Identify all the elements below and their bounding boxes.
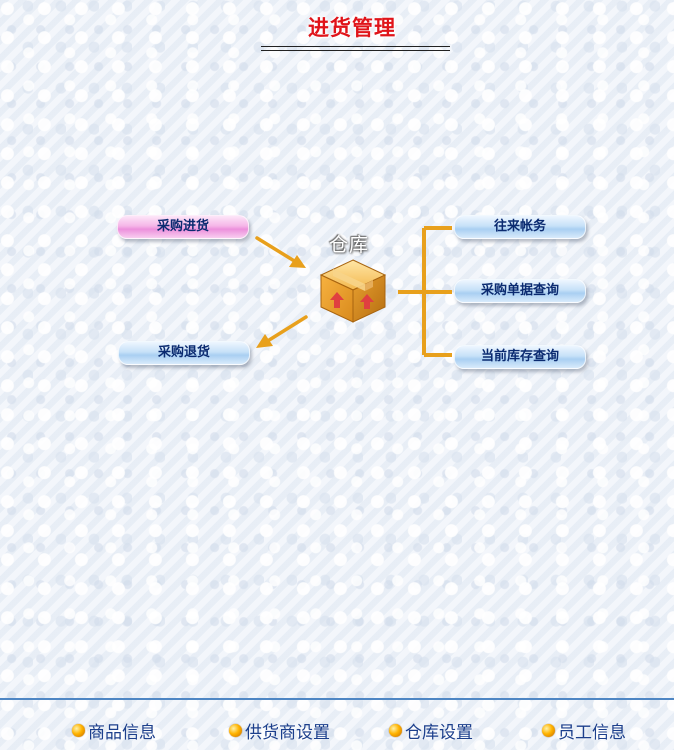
footer-divider <box>0 698 674 700</box>
footer-link-label: 供货商设置 <box>245 722 330 743</box>
orange-ball-bullet-icon <box>389 723 402 737</box>
footer-link-suppliers[interactable]: 供货商设置 <box>229 718 330 743</box>
orange-ball-bullet-icon <box>542 723 555 737</box>
warehouse-label: 仓库 <box>329 234 370 256</box>
footer-link-staff[interactable]: 员工信息 <box>542 718 626 743</box>
title-underline <box>261 46 450 51</box>
accounts-button[interactable]: 往来帐务 <box>454 215 586 239</box>
orange-ball-bullet-icon <box>229 723 242 737</box>
footer-link-label: 员工信息 <box>558 722 626 743</box>
cardboard-box-icon <box>319 259 387 323</box>
page-title: 进货管理 <box>308 16 396 40</box>
orange-ball-bullet-icon <box>72 723 85 737</box>
purchase-in-button[interactable]: 采购进货 <box>117 215 249 239</box>
footer-link-label: 商品信息 <box>88 722 156 743</box>
purchase-docs-query-button[interactable]: 采购单据查询 <box>454 279 586 303</box>
footer-link-label: 仓库设置 <box>405 722 473 743</box>
arrow-out <box>256 315 308 348</box>
footer-link-products[interactable]: 商品信息 <box>72 718 156 743</box>
current-stock-query-button[interactable]: 当前库存查询 <box>454 345 586 369</box>
footer-link-warehouse-settings[interactable]: 仓库设置 <box>389 718 473 743</box>
purchase-return-button[interactable]: 采购退货 <box>118 341 250 365</box>
arrow-in <box>255 236 306 268</box>
bracket-connector <box>398 226 452 357</box>
